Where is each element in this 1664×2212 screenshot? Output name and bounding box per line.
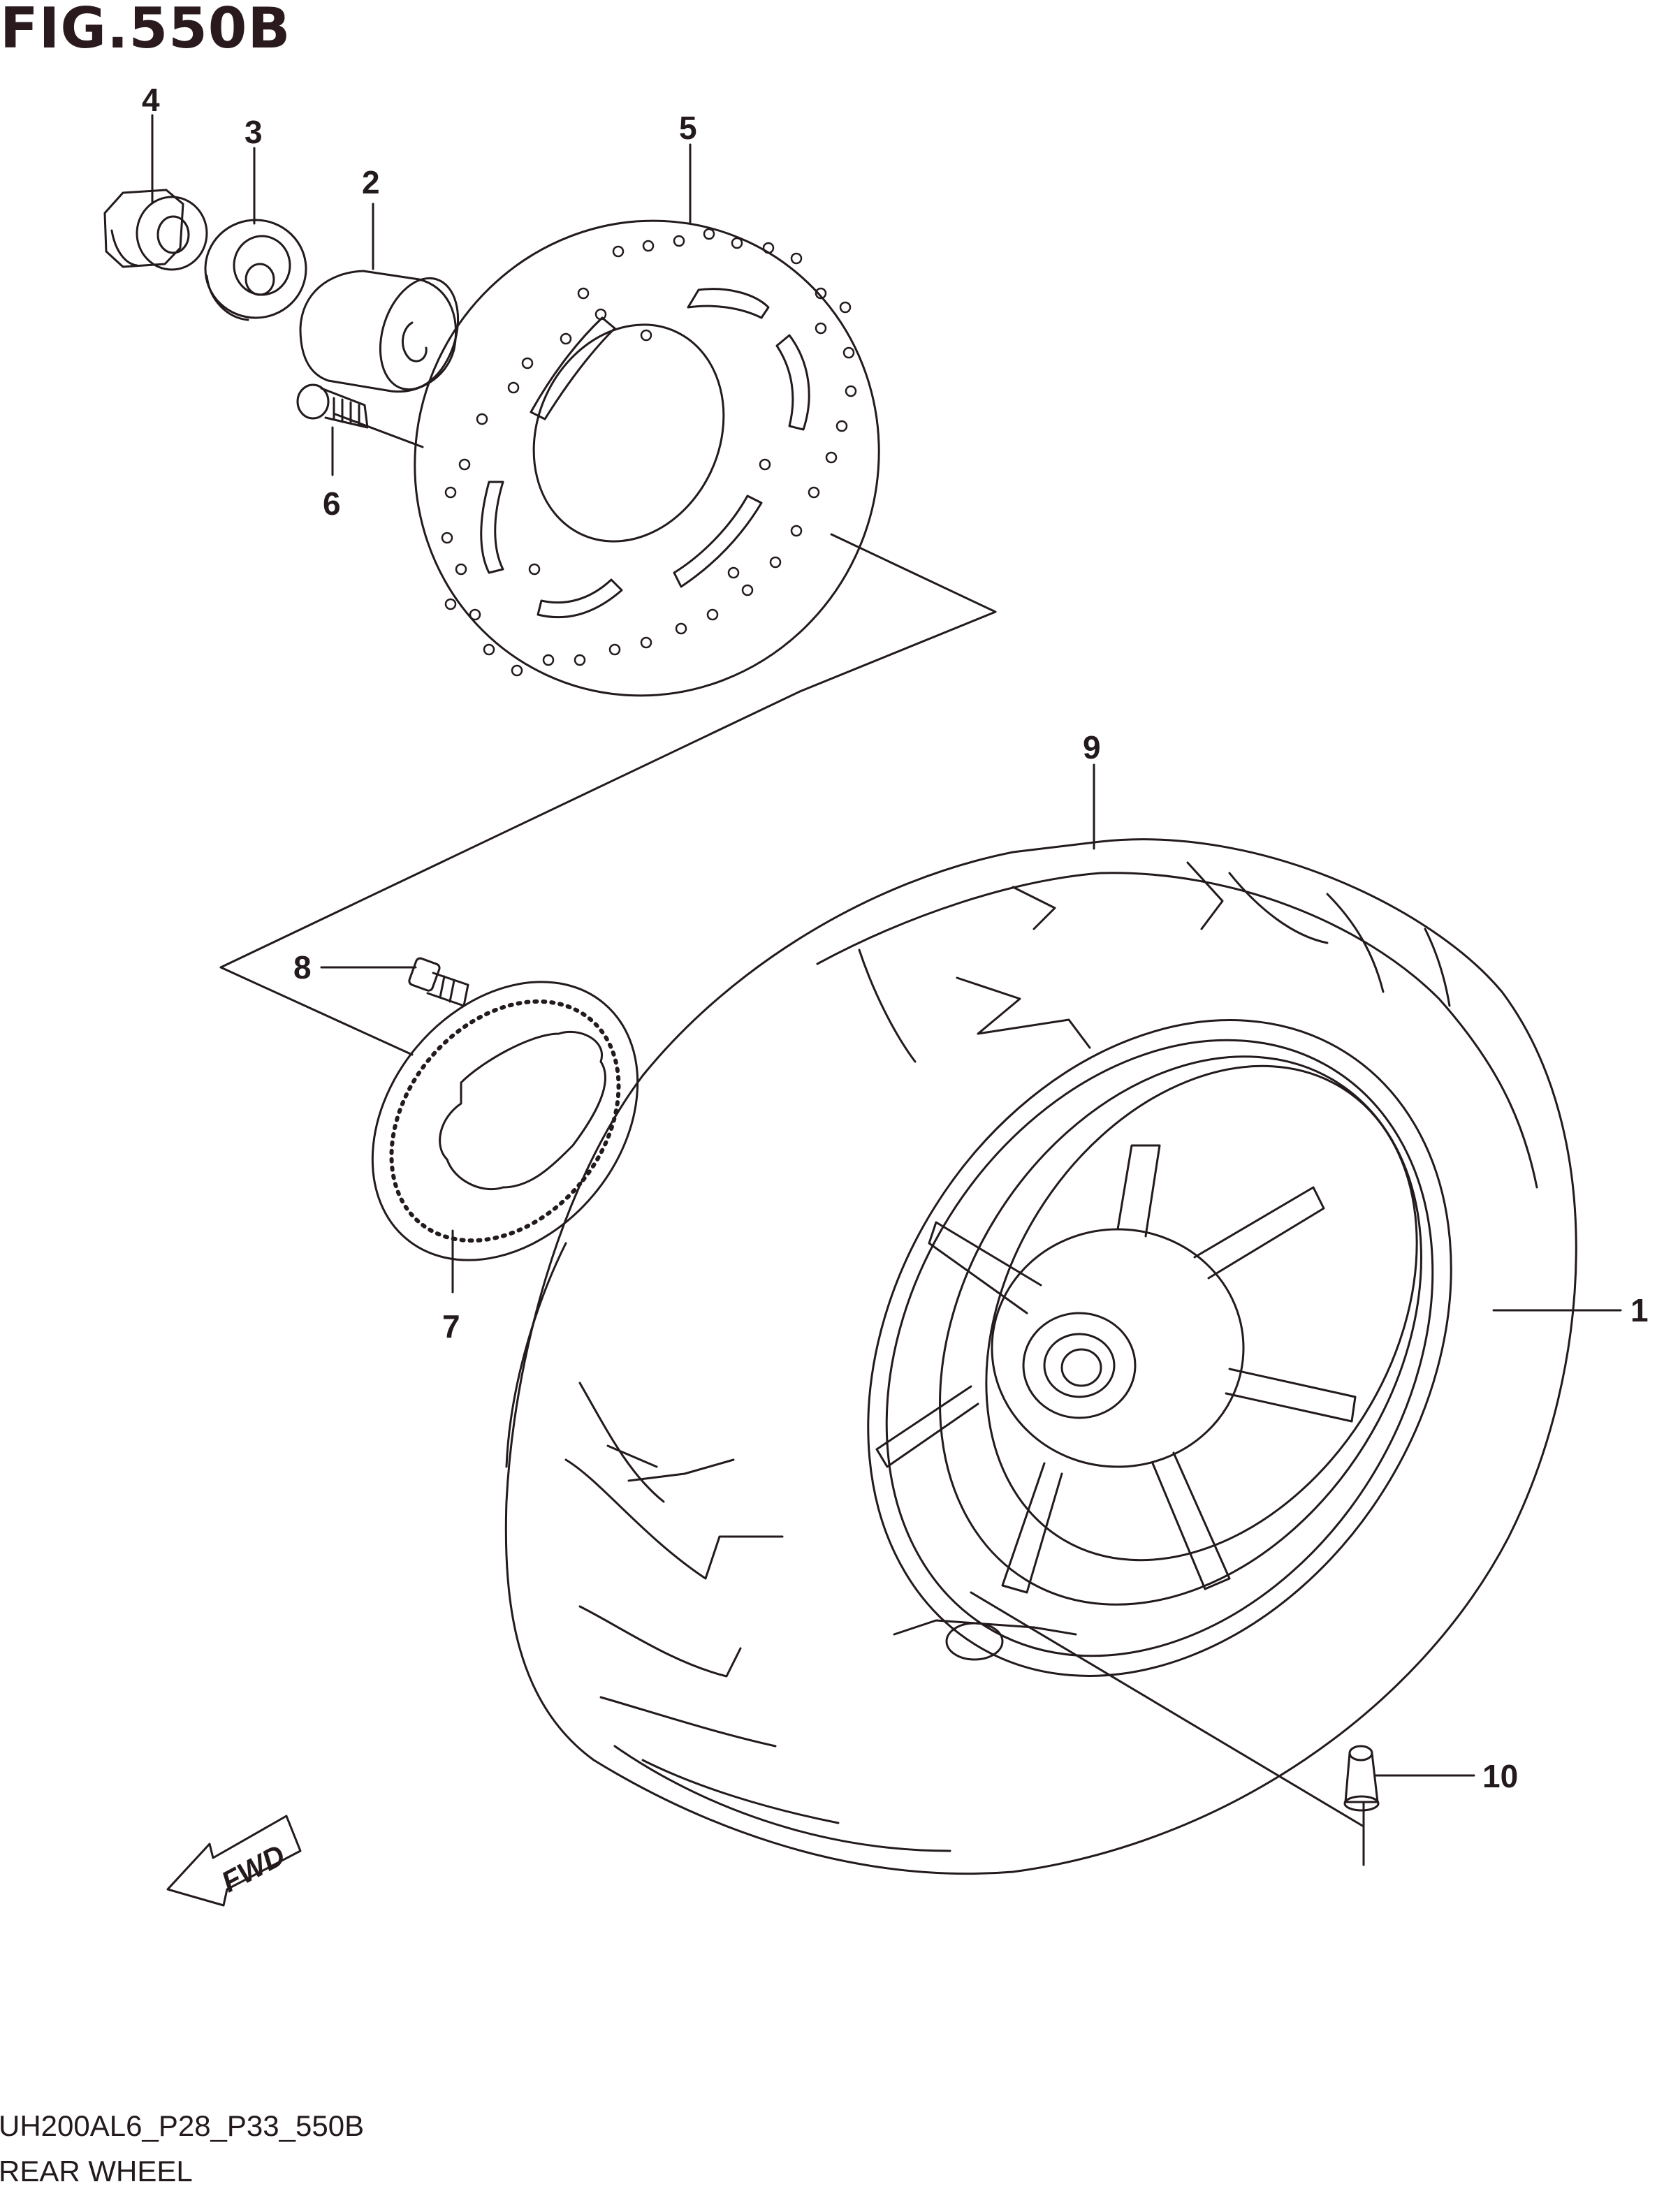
tire-part-9: [504, 838, 1577, 1875]
spacer-part-2: [299, 270, 460, 393]
figure-title: FIG.550B: [0, 0, 291, 61]
callout-4: 4: [142, 82, 160, 118]
brake-disc-part-5: [414, 219, 880, 697]
callout-5: 5: [679, 110, 697, 146]
bolt-part-6: [296, 383, 369, 429]
fwd-arrow-icon: [166, 1815, 302, 1907]
sensor-rotor-part-7: [371, 981, 639, 1261]
nut-part-4: [103, 189, 208, 271]
callout-10: 10: [1482, 1758, 1519, 1794]
callout-7: 7: [442, 1308, 460, 1345]
screw-part-8: [408, 957, 469, 1007]
callout-6: 6: [323, 485, 341, 522]
callout-3: 3: [245, 114, 263, 150]
diagram-code: UH200AL6_P28_P33_550B: [0, 2109, 365, 2142]
disc-holes: [441, 228, 857, 677]
callout-2: 2: [362, 164, 380, 200]
washer-part-3: [204, 219, 307, 321]
callout-1: 1: [1630, 1292, 1649, 1328]
callout-8: 8: [293, 949, 312, 986]
leader-lines: [151, 114, 1622, 1866]
wheel-rim-part-1: [867, 1019, 1452, 1677]
valve-cap-part-10: [1343, 1745, 1380, 1812]
diagram-name: REAR WHEEL: [0, 2155, 193, 2188]
callout-9: 9: [1083, 729, 1101, 766]
